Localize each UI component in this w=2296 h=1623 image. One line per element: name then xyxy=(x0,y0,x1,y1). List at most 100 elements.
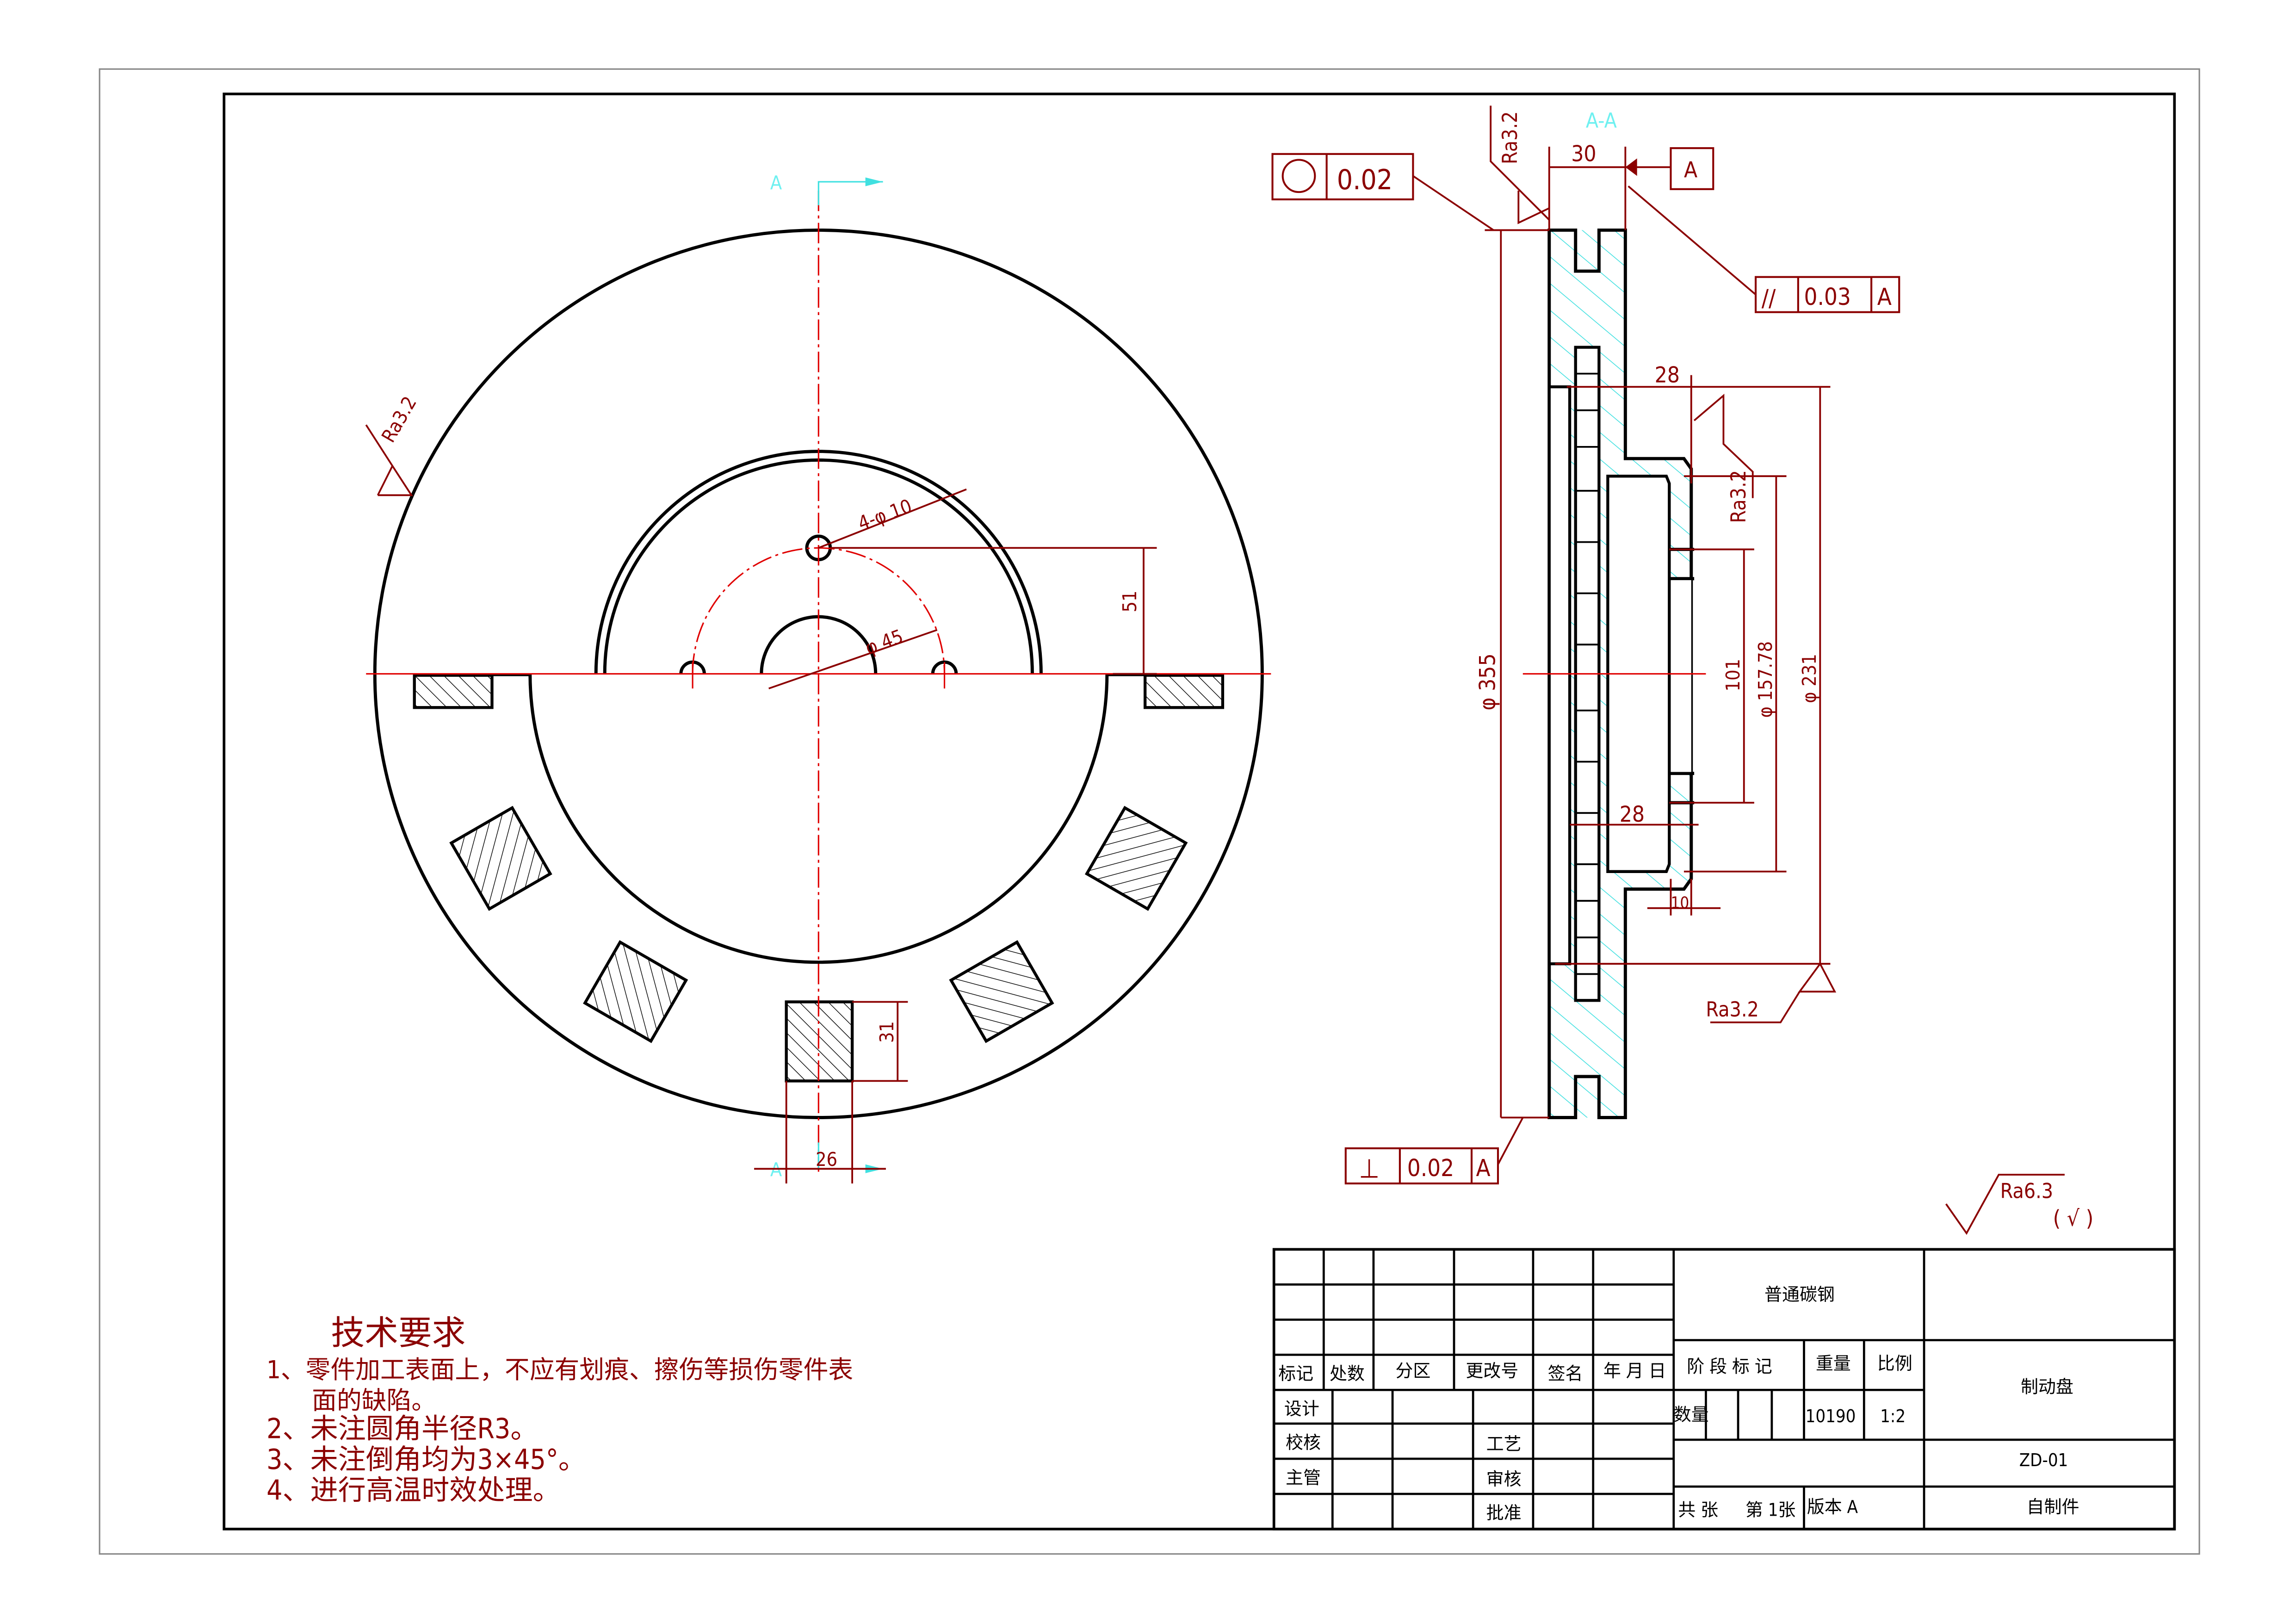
outer-frame xyxy=(99,68,2200,1555)
dia-157: φ 157.78 xyxy=(1754,641,1776,718)
header-mark: 标记 xyxy=(1278,1363,1313,1384)
dia-355: φ 355 xyxy=(1475,653,1501,710)
vent-slot xyxy=(413,674,494,709)
dim-28-top: 28 xyxy=(1655,363,1680,388)
parallelism-frame xyxy=(1754,276,1900,313)
dim-26-lines xyxy=(754,1081,886,1183)
vent-slot xyxy=(949,940,1054,1043)
vent-slot xyxy=(1144,674,1225,709)
datum-label: A xyxy=(1684,157,1697,183)
version: 版本 A xyxy=(1807,1497,1858,1517)
hole-pattern-label: 4-φ 10 xyxy=(855,495,915,534)
dim-10-lines xyxy=(1647,879,1721,916)
drawing-number: ZD-01 xyxy=(2019,1450,2068,1470)
section-view: A-A 0.02 Ra3.2 30 A // 0.03 A 28 Ra3.2 φ xyxy=(1271,105,1900,1185)
dim-31-lines xyxy=(852,1001,908,1082)
scale-value: 1:2 xyxy=(1880,1406,1906,1426)
dim-30-lines xyxy=(1548,147,1671,230)
tech-req-item: 面的缺陷。 xyxy=(312,1386,436,1415)
general-roughness-symbol: Ra6.3 ( √ ) xyxy=(1945,1174,2094,1235)
label-design: 设计 xyxy=(1284,1399,1319,1419)
dim-101: 101 xyxy=(1722,659,1744,692)
roughness-top: Ra3.2 xyxy=(1498,112,1522,164)
leader-line xyxy=(1628,186,1757,296)
dim-26: 26 xyxy=(816,1148,837,1171)
header-signature: 签名 xyxy=(1548,1363,1583,1384)
parallelism-datum: A xyxy=(1877,283,1892,310)
dim-231-lines xyxy=(1555,387,1831,965)
header-date: 年 月 日 xyxy=(1603,1361,1666,1381)
general-roughness-suffix: ( √ ) xyxy=(2053,1206,2094,1232)
label-scale: 比例 xyxy=(1877,1353,1912,1374)
tech-req-item: 2、未注圆角半径R3。 xyxy=(266,1413,538,1445)
leader-line xyxy=(1497,1117,1524,1165)
perpendicularity-value: 0.02 xyxy=(1407,1154,1454,1182)
dim-28-top-lines xyxy=(1566,375,1831,483)
label-check: 校核 xyxy=(1286,1432,1321,1453)
material: 普通碳钢 xyxy=(1764,1284,1835,1305)
roundness-value: 0.02 xyxy=(1337,164,1392,196)
vent-slot xyxy=(583,940,688,1043)
header-change-no: 更改号 xyxy=(1466,1361,1518,1381)
dim-157-lines xyxy=(1683,475,1787,873)
technical-requirements: 技术要求 1、零件加工表面上，不应有划痕、擦伤等损伤零件表 面的缺陷。 2、未注… xyxy=(266,1313,853,1507)
dim-51: 51 xyxy=(1119,590,1141,612)
label-review: 审核 xyxy=(1486,1469,1522,1489)
dim-355-lines xyxy=(1500,230,1549,1119)
label-approve: 批准 xyxy=(1486,1503,1522,1523)
drawing-border xyxy=(223,93,2176,1530)
header-count: 处数 xyxy=(1330,1363,1365,1384)
sheet-number: 第 1张 xyxy=(1745,1499,1796,1520)
dim-101-lines xyxy=(1669,548,1754,804)
title-block-text: 标记 处数 分区 更改号 签名 年 月 日 设计 校核 主管 工艺 审核 批准 … xyxy=(1278,1284,2079,1523)
total-sheets: 共 张 xyxy=(1678,1499,1718,1520)
dim-30: 30 xyxy=(1571,142,1596,167)
arrow-head-icon xyxy=(865,177,883,186)
tech-req-item: 1、零件加工表面上，不应有划痕、擦伤等损伤零件表 xyxy=(266,1355,853,1384)
roughness-symbol-left: Ra3.2 xyxy=(365,392,421,496)
leader-line xyxy=(768,629,938,689)
label-supervisor: 主管 xyxy=(1286,1468,1321,1488)
dia-231: φ 231 xyxy=(1798,654,1820,703)
leader-line xyxy=(1412,175,1549,231)
datum-box xyxy=(1670,147,1714,190)
tech-req-item: 3、未注倒角均为3×45°。 xyxy=(266,1443,586,1476)
vent-slot xyxy=(1084,805,1188,911)
tech-req-item: 4、进行高温时效处理。 xyxy=(266,1474,561,1507)
vent-slot xyxy=(449,805,552,911)
perpendicularity-frame xyxy=(1344,1147,1499,1185)
tech-req-title: 技术要求 xyxy=(331,1313,465,1353)
dim-31: 31 xyxy=(876,1021,898,1043)
roughness-hub: Ra3.2 xyxy=(1727,470,1751,523)
roughness-symbol-top xyxy=(1490,105,1550,224)
center-hole-label: φ 45 xyxy=(862,625,906,659)
front-view: A A Ra3.2 4-φ 10 φ 45 51 31 26 xyxy=(365,172,1271,1183)
general-roughness-value: Ra6.3 xyxy=(2000,1180,2053,1203)
vent-ribs xyxy=(1575,372,1599,975)
label-stage-mark: 阶 段 标 记 xyxy=(1687,1356,1772,1376)
section-title: A-A xyxy=(1586,109,1617,133)
dim-10: 10 xyxy=(1671,894,1689,912)
svg-text:Ra3.2: Ra3.2 xyxy=(377,392,421,446)
section-arrow-top xyxy=(817,181,883,205)
inner-recess xyxy=(1547,385,1572,966)
label-process: 工艺 xyxy=(1486,1434,1522,1454)
part-source: 自制件 xyxy=(2027,1497,2079,1517)
roughness-symbol-hub xyxy=(1693,393,1754,498)
label-quantity: 数量 xyxy=(1674,1405,1709,1425)
dim-28-bottom: 28 xyxy=(1620,802,1645,827)
perpendicularity-datum: A xyxy=(1476,1154,1491,1182)
hub-hole-gap xyxy=(1671,580,1691,772)
inner-arc-lower xyxy=(528,674,1109,964)
part-name: 制动盘 xyxy=(2021,1377,2073,1397)
roughness-symbol-bottom xyxy=(1710,962,1837,1023)
datum-triangle-icon xyxy=(1625,158,1637,176)
leader-line xyxy=(818,488,967,549)
roundness-icon xyxy=(1281,159,1316,193)
parallelism-icon: // xyxy=(1762,285,1776,312)
title-block xyxy=(1272,1248,2176,1530)
parallelism-value: 0.03 xyxy=(1804,283,1851,310)
roughness-bottom: Ra3.2 xyxy=(1706,998,1758,1022)
header-zone: 分区 xyxy=(1395,1361,1430,1381)
